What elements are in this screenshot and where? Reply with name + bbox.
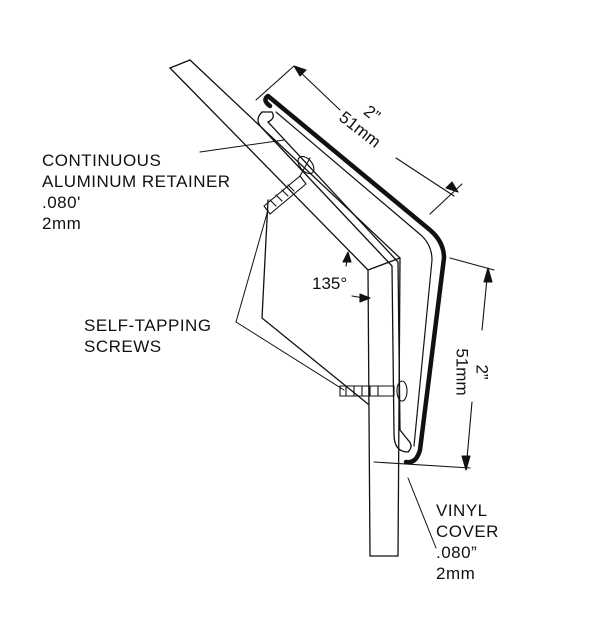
retainer-label-line1: CONTINUOUS bbox=[42, 151, 162, 170]
leader-lines bbox=[199, 139, 437, 549]
vinyl-label: VINYL COVER .080” 2mm bbox=[436, 500, 499, 584]
vinyl-label-line3: .080” bbox=[436, 543, 478, 562]
retainer-label-line4: 2mm bbox=[42, 214, 82, 233]
retainer-label-line3: .080' bbox=[42, 193, 81, 212]
retainer-label-line2: ALUMINUM RETAINER bbox=[42, 172, 231, 191]
wall-front-edge bbox=[367, 257, 401, 271]
retainer-inner-line bbox=[261, 127, 395, 435]
self-tapping-screw-bottom bbox=[339, 380, 408, 402]
dim-side-inch: 2” bbox=[472, 364, 492, 380]
arrow-side-2 bbox=[461, 455, 471, 471]
arrow-side-1 bbox=[483, 267, 493, 283]
vinyl-cover-outer bbox=[263, 93, 447, 465]
angle-135 bbox=[342, 251, 371, 303]
leader-screws-top bbox=[235, 209, 269, 323]
leader-screws-bottom bbox=[235, 321, 345, 391]
vinyl-label-line4: 2mm bbox=[436, 564, 476, 583]
vinyl-cover-inner bbox=[275, 111, 433, 447]
dimension-side bbox=[373, 257, 495, 471]
screws-label: SELF-TAPPING SCREWS bbox=[84, 315, 212, 357]
self-tapping-screw-top bbox=[263, 155, 315, 215]
dim-line-top-b bbox=[395, 157, 455, 197]
aluminum-retainer bbox=[257, 111, 412, 453]
dimension-top bbox=[255, 65, 463, 215]
ext-line-top-1 bbox=[255, 65, 295, 101]
retainer-top-flange bbox=[267, 121, 401, 431]
vinyl-label-line1: VINYL bbox=[436, 501, 488, 520]
arrow-top-1 bbox=[293, 65, 307, 77]
arrow-top-2 bbox=[445, 181, 459, 193]
vinyl-cover bbox=[263, 93, 447, 465]
wall-face-left bbox=[261, 199, 369, 405]
dim-line-top-a bbox=[297, 69, 341, 111]
ext-line-side-2 bbox=[373, 461, 471, 469]
angle-label: 135° bbox=[312, 274, 348, 293]
screws-label-line1: SELF-TAPPING bbox=[84, 316, 212, 335]
wall-outer-edge bbox=[169, 67, 371, 557]
retainer-bottom-hook bbox=[393, 429, 412, 453]
retainer-label: CONTINUOUS ALUMINUM RETAINER .080' 2mm bbox=[42, 150, 231, 234]
ext-line-side-1 bbox=[449, 257, 495, 271]
leader-vinyl bbox=[407, 477, 437, 549]
dim-side-mm: 51mm bbox=[452, 348, 472, 396]
retainer-top-hook bbox=[257, 111, 274, 129]
vinyl-label-line2: COVER bbox=[436, 522, 499, 541]
leader-retainer bbox=[199, 139, 285, 153]
wall-top-edge bbox=[169, 59, 191, 69]
screws-label-line2: SCREWS bbox=[84, 337, 162, 356]
